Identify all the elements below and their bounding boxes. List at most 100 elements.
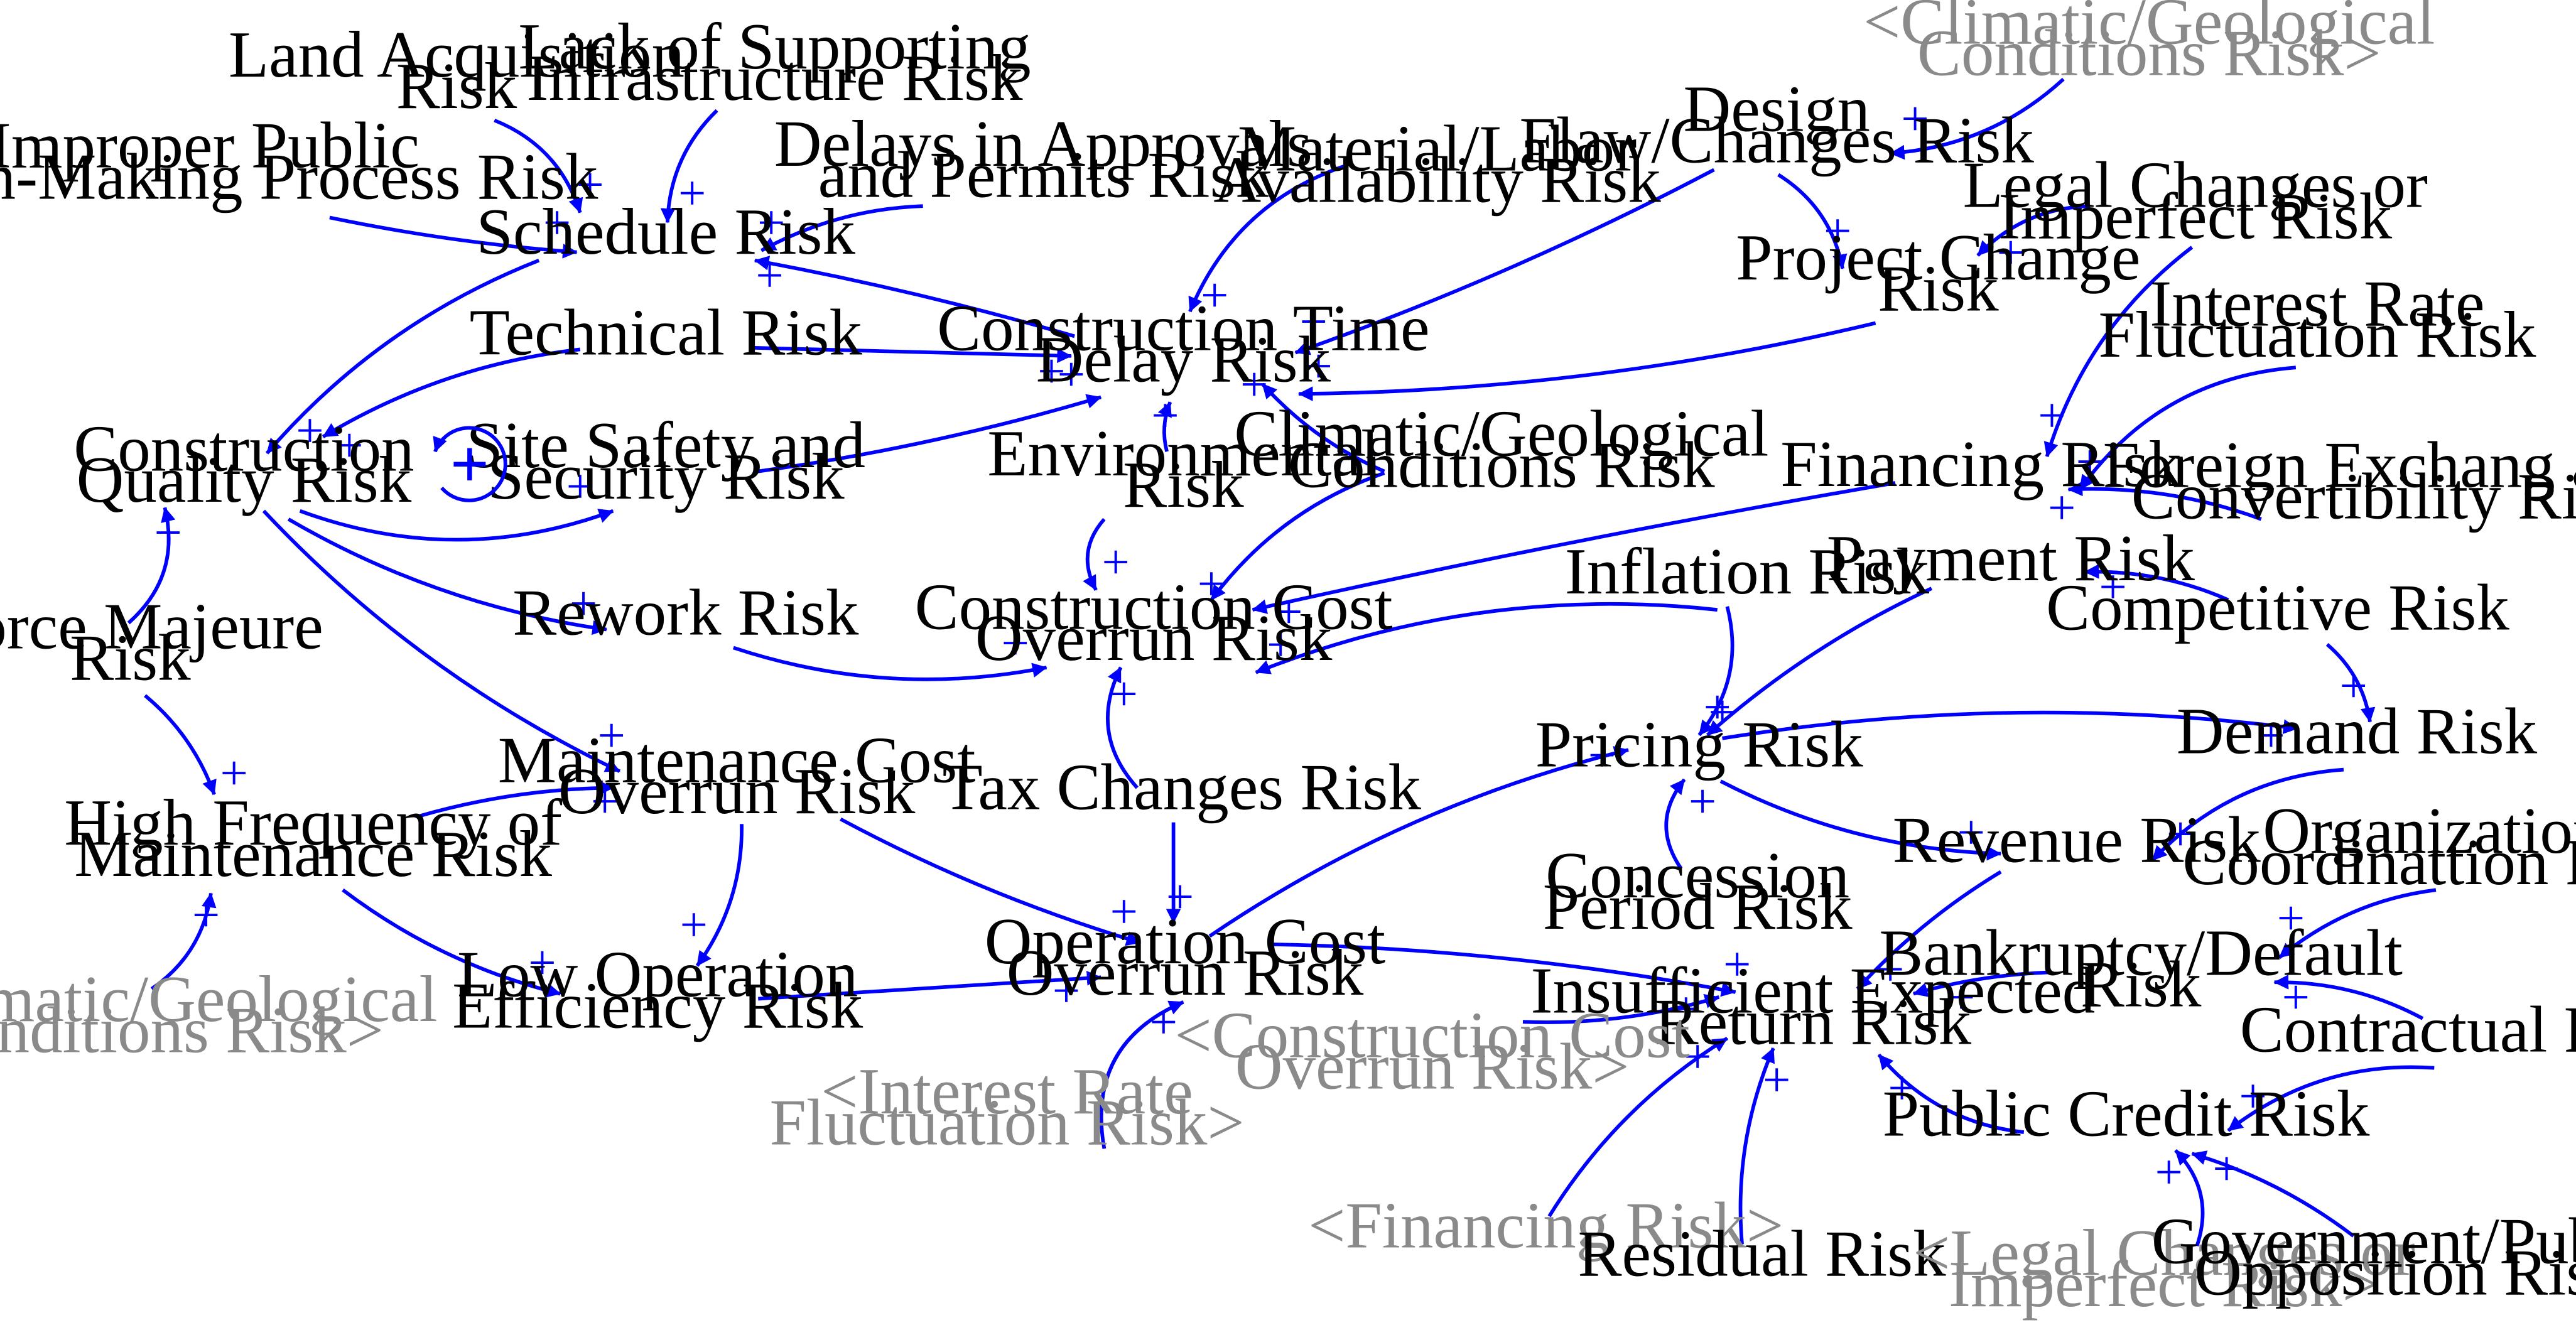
shadow-variable-g_climatic2[interactable]: <Climatic/GeologicalConditions Risk> bbox=[0, 962, 438, 1067]
polarity-label: + bbox=[1689, 774, 1716, 829]
variable-approvals[interactable]: Delays in Approvalsand Permits Risk bbox=[774, 107, 1312, 212]
link-technical-to-cquality bbox=[322, 347, 581, 438]
variable-residual[interactable]: Residual Risk bbox=[1578, 1216, 1946, 1290]
variable-material[interactable]: Material/LaborAvailability Risk bbox=[1213, 112, 1661, 217]
variable-label-line: <Interest Rate bbox=[821, 1054, 1193, 1128]
variable-label-line: Inflation Risk bbox=[1565, 534, 1930, 608]
variable-technical[interactable]: Technical Risk bbox=[470, 295, 863, 369]
variable-organization[interactable]: OrganizationCoordinattion Risk bbox=[2182, 794, 2576, 899]
variable-projchange[interactable]: Project ChangeRisk bbox=[1736, 220, 2140, 325]
variable-opcost[interactable]: Operation CostOverrun Risk bbox=[985, 904, 1385, 1009]
shadow-variable-g_financing[interactable]: <Financing Risk> bbox=[1308, 1189, 1783, 1262]
link-maintcost-to-lowop bbox=[695, 824, 744, 967]
variable-label-line: Land Acquisition bbox=[229, 18, 685, 91]
variable-financing[interactable]: Financing Risk bbox=[1780, 427, 2182, 500]
variable-label: Construction CostOverrun Risk bbox=[915, 570, 1393, 674]
variable-bankruptcy[interactable]: Bankruptcy/DefaultRisk bbox=[1879, 916, 2403, 1020]
link-opcost-to-pricing bbox=[1208, 746, 1630, 938]
shadow-variable-g_legal[interactable]: <Legal Changes orImperfect Risk> bbox=[1913, 1216, 2415, 1321]
variable-ctdelay[interactable]: Construction TimeDelay Risk bbox=[937, 291, 1429, 396]
variable-label-line: Availability Risk bbox=[1213, 143, 1661, 217]
variable-label-line: <Legal Changes or bbox=[1913, 1216, 2415, 1289]
variable-label: Financing Risk bbox=[1780, 427, 2182, 500]
variable-interest[interactable]: Interest RateFluctuation Risk bbox=[2099, 266, 2536, 371]
variable-environmental[interactable]: EnvironmentalRisk bbox=[987, 416, 1379, 521]
link-foreign-to-financing bbox=[2067, 481, 2262, 521]
link-interest-to-financing bbox=[2078, 365, 2297, 491]
variable-legal[interactable]: Legal Changes orImperfect Risk bbox=[1963, 148, 2428, 252]
variable-label: Land AcquisitionRisk bbox=[229, 18, 685, 122]
link-government-to-publiccredit bbox=[2191, 1150, 2355, 1238]
variable-concession[interactable]: ConcessionPeriod Risk bbox=[1543, 838, 1853, 943]
variable-pricing[interactable]: Pricing Risk bbox=[1535, 707, 1863, 781]
variable-foreign[interactable]: Foreign Exchang andConvertibility Risk bbox=[2103, 428, 2576, 533]
variable-taxchanges[interactable]: Tax Changes Risk bbox=[943, 750, 1422, 824]
variable-label-line: Infrastructure Risk bbox=[527, 41, 1023, 114]
link-design-to-ctdelay bbox=[1294, 168, 1715, 355]
link-concession-to-pricing bbox=[1664, 778, 1686, 870]
variable-sitesafety[interactable]: Site Safety andSecurity Risk bbox=[467, 408, 866, 513]
variable-maintcost[interactable]: Maintenance CostOverrun Risk bbox=[498, 723, 976, 828]
variable-climatic[interactable]: Climatic/GeologicalConditions Risk bbox=[1234, 397, 1768, 502]
variable-label: Inflation Risk bbox=[1565, 534, 1930, 608]
variable-label-line: Conditions Risk> bbox=[1917, 16, 2381, 89]
variable-highfreq[interactable]: High Frequency ofMaintenance Risk bbox=[64, 786, 562, 890]
link-environmental-to-ctdelay bbox=[1157, 401, 1172, 452]
variable-label-line: Revenue Risk bbox=[1893, 803, 2261, 877]
polarity-label: + bbox=[2076, 435, 2104, 489]
variable-contractual[interactable]: Contractual Risk bbox=[2240, 992, 2576, 1066]
variable-label: <Construction CostOverrun Risk> bbox=[1174, 998, 1689, 1103]
polarity-label: + bbox=[1166, 870, 1194, 924]
variable-publiccredit[interactable]: Public Credit Risk bbox=[1883, 1076, 2370, 1150]
polarity-label: + bbox=[1267, 617, 1294, 672]
polarity-label: + bbox=[1708, 685, 1736, 740]
variable-label-line: Material/Labor bbox=[1238, 112, 1637, 185]
variable-government[interactable]: Government/PublicOpposition Risk bbox=[2151, 1204, 2576, 1309]
link-competitive-to-demand bbox=[2325, 643, 2376, 723]
link-cquality-to-maintcost bbox=[262, 509, 621, 773]
variable-label-line: and Permits Risk bbox=[818, 138, 1269, 212]
variable-ccoverrun[interactable]: Construction CostOverrun Risk bbox=[915, 570, 1393, 674]
variable-land[interactable]: Land AcquisitionRisk bbox=[229, 18, 685, 122]
polarity-label: + bbox=[2257, 708, 2285, 763]
polarity-label: + bbox=[1110, 667, 1138, 722]
link-pricing-to-revenue bbox=[1719, 779, 2002, 861]
variable-payment[interactable]: Payment Risk bbox=[1827, 521, 2195, 595]
causal-links: ++++++++++++++++++++++++++++++++++++++++… bbox=[127, 77, 2437, 1247]
variable-cquality[interactable]: ConstructionQuality Risk bbox=[73, 411, 414, 516]
variable-label: Low OperationEfficiency Risk bbox=[452, 938, 863, 1042]
variable-schedule[interactable]: Schedule Risk bbox=[477, 195, 856, 268]
variable-label-line: Legal Changes or bbox=[1963, 148, 2428, 221]
variable-inflation[interactable]: Inflation Risk bbox=[1565, 534, 1930, 608]
variable-label-line: Construction bbox=[73, 411, 414, 485]
shadow-variable-g_ccoverrun[interactable]: <Construction CostOverrun Risk> bbox=[1174, 998, 1689, 1103]
variable-label-line: Project Change bbox=[1736, 220, 2140, 294]
link-climatic-to-ccoverrun bbox=[1210, 471, 1385, 602]
polarity-label: + bbox=[1947, 970, 1975, 1025]
variable-insufficient[interactable]: Insufficient ExpectedReturn Risk bbox=[1531, 954, 2096, 1059]
shadow-variable-g_climatic1[interactable]: <Climatic/GeologicalConditions Risk> bbox=[1863, 0, 2435, 89]
variable-design[interactable]: DesignFlaw/Changes Risk bbox=[1519, 72, 2034, 177]
variable-infra[interactable]: Lack of SupportingInfrastructure Risk bbox=[518, 9, 1031, 114]
variable-label: <Legal Changes orImperfect Risk> bbox=[1913, 1216, 2415, 1321]
variable-label-line: Period Risk bbox=[1543, 870, 1853, 943]
variable-competitive[interactable]: Competitive Risk bbox=[2046, 571, 2509, 644]
link-forcemajeure-to-cquality bbox=[127, 507, 176, 625]
variable-label-line: Overrun Risk bbox=[1007, 936, 1364, 1009]
variable-label-line: Maintenance Risk bbox=[74, 817, 552, 890]
link-projchange-to-ctdelay bbox=[1297, 321, 1876, 401]
variable-lowop[interactable]: Low OperationEfficiency Risk bbox=[452, 938, 863, 1042]
variable-forcemajeure[interactable]: Force MajeureRisk bbox=[0, 590, 323, 695]
variable-label-line: Overrun Risk> bbox=[1235, 1029, 1630, 1103]
variable-label: Residual Risk bbox=[1578, 1216, 1946, 1290]
variable-label-line: Imperfect Risk bbox=[1998, 179, 2392, 252]
variable-rework[interactable]: Rework Risk bbox=[512, 575, 859, 649]
variable-revenue[interactable]: Revenue Risk bbox=[1893, 803, 2261, 877]
variable-demand[interactable]: Demand Risk bbox=[2177, 694, 2538, 767]
variable-label-line: Tax Changes Risk bbox=[943, 750, 1422, 824]
variable-improper[interactable]: Improper PublicDcision-Making Process Ri… bbox=[0, 108, 598, 213]
variable-label-line: Lack of Supporting bbox=[518, 9, 1031, 83]
shadow-variable-g_interest[interactable]: <Interest RateFluctuation Risk> bbox=[769, 1054, 1244, 1159]
